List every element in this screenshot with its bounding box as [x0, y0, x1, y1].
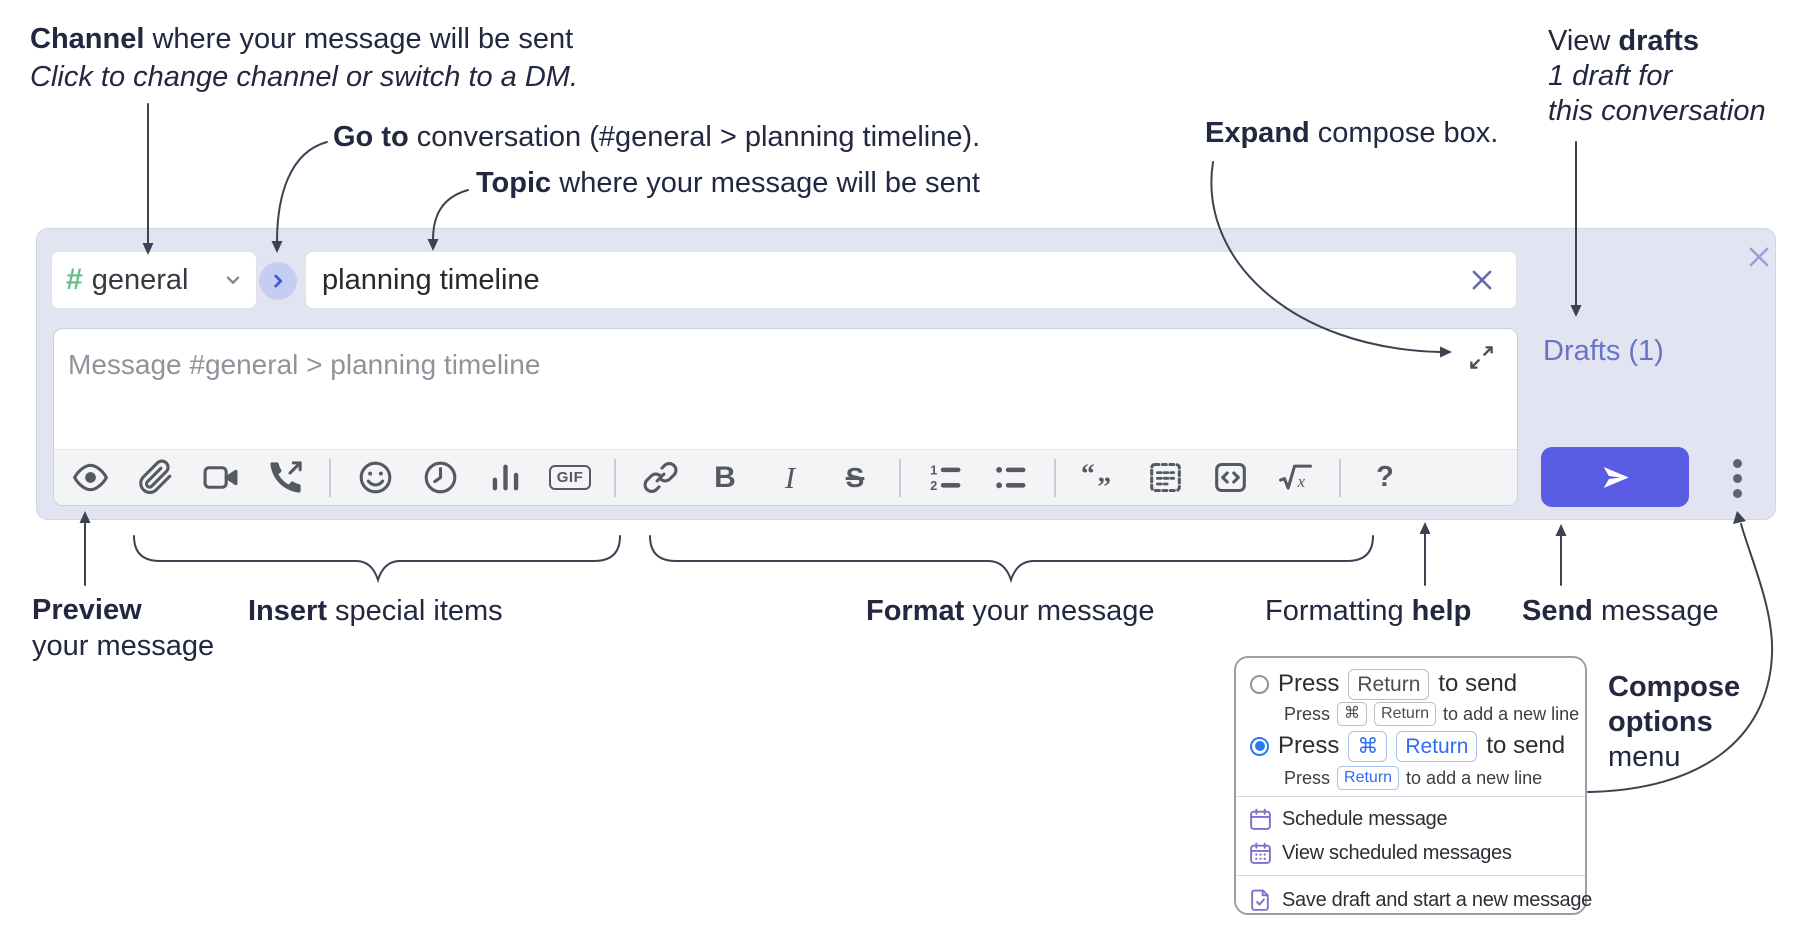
toolbar-divider: [614, 458, 616, 497]
quote-icon[interactable]: “”: [1078, 456, 1122, 500]
brace-insert: [133, 535, 621, 584]
svg-text:1: 1: [930, 464, 937, 478]
chevron-right-icon: [274, 274, 283, 288]
send-shortcut-option-2-hint: Press Return to add a new line: [1236, 765, 1585, 791]
expand-icon: [1469, 345, 1493, 369]
drafts-link[interactable]: Drafts (1): [1543, 335, 1664, 367]
expand-note: Expand compose box.: [1205, 117, 1499, 149]
compose-box: # general GIF B I S 12 “” x? Drafts (1): [36, 228, 1776, 520]
bold-icon[interactable]: B: [703, 456, 747, 500]
topic-clear-button[interactable]: [1462, 260, 1502, 300]
view-drafts-note: View drafts 1 draft for this conversatio…: [1548, 25, 1766, 127]
menu-divider: [1236, 796, 1585, 797]
channel-name: general: [91, 263, 189, 296]
toolbar-divider: [1054, 458, 1056, 497]
kebab-dot: [1732, 473, 1742, 483]
format-note: Format your message: [866, 595, 1155, 627]
italic-icon-glyph: I: [784, 459, 796, 495]
send-shortcut-option-2[interactable]: Press ⌘ Return to send: [1236, 727, 1585, 765]
menu-divider: [1236, 875, 1585, 876]
radio-button[interactable]: [1250, 736, 1269, 756]
topic-note: Topic where your message will be sent: [476, 167, 980, 199]
close-compose-button[interactable]: [1739, 237, 1779, 277]
svg-text:”: ”: [1097, 470, 1111, 497]
voice-call-icon[interactable]: [263, 456, 307, 500]
save-draft-item[interactable]: Save draft and start a new message: [1236, 881, 1592, 919]
kebab-dot: [1732, 488, 1742, 498]
svg-text:x: x: [1296, 472, 1305, 491]
close-icon: [1472, 270, 1492, 290]
compose-options-menu: Press Return to send Press ⌘ Return to a…: [1234, 656, 1592, 915]
preview-eye-icon[interactable]: [68, 456, 112, 500]
schedule-message-item[interactable]: Schedule message: [1236, 802, 1585, 836]
svg-text:2: 2: [930, 479, 937, 493]
strikethrough-icon-glyph: S: [845, 461, 865, 493]
strikethrough-icon[interactable]: S: [833, 456, 877, 500]
cmd-key: ⌘: [1337, 702, 1368, 726]
expand-compose-button[interactable]: [1463, 339, 1499, 375]
code-icon[interactable]: [1208, 456, 1252, 500]
help-icon[interactable]: ?: [1363, 456, 1407, 500]
goto-conversation-button[interactable]: [259, 262, 297, 300]
topic-input[interactable]: [306, 263, 1462, 297]
math-icon[interactable]: x: [1273, 456, 1317, 500]
video-call-icon[interactable]: [198, 456, 242, 500]
channel-note: Channel where your message will be sent …: [30, 23, 579, 93]
close-icon: [1749, 247, 1769, 267]
compose-options-note: Compose options menu: [1608, 671, 1741, 773]
channel-hash-icon: #: [66, 263, 83, 296]
chevron-down-icon: [226, 276, 240, 284]
send-shortcut-option-1[interactable]: Press Return to send: [1236, 667, 1585, 701]
gif-icon-glyph: GIF: [548, 465, 592, 490]
connector-goto: [276, 141, 328, 243]
radio-button[interactable]: [1250, 674, 1269, 694]
send-icon: [1603, 466, 1629, 488]
return-key: Return: [1337, 766, 1400, 790]
channel-note-bold: Channel: [30, 23, 145, 55]
brace-format: [649, 535, 1374, 584]
svg-text:“: “: [1081, 458, 1095, 488]
calendar-icon: [1250, 808, 1271, 830]
send-shortcut-option-1-hint: Press ⌘ Return to add a new line: [1236, 701, 1585, 727]
topic-field: [305, 251, 1517, 309]
attach-file-icon[interactable]: [133, 456, 177, 500]
formatting-help-note: Formatting help: [1265, 595, 1472, 627]
link-icon[interactable]: [638, 456, 682, 500]
italic-icon[interactable]: I: [768, 456, 812, 500]
return-key: Return: [1374, 702, 1437, 726]
save-draft-icon: [1251, 889, 1269, 911]
cmd-key: ⌘: [1348, 730, 1388, 762]
bold-icon-glyph: B: [714, 460, 736, 494]
compose-options-menu-button[interactable]: [1715, 451, 1759, 505]
gif-icon[interactable]: GIF: [548, 456, 592, 500]
channel-selector[interactable]: # general: [51, 251, 257, 309]
calendar-grid-icon: [1250, 842, 1271, 864]
preview-note: Preview your message: [32, 594, 215, 662]
toolbar-divider: [329, 458, 331, 497]
view-scheduled-messages-item[interactable]: View scheduled messages: [1236, 836, 1585, 870]
message-input[interactable]: [54, 329, 1517, 447]
toolbar-divider: [1339, 458, 1341, 497]
time-icon[interactable]: [418, 456, 462, 500]
toolbar-divider: [899, 458, 901, 497]
spoiler-icon[interactable]: [1143, 456, 1187, 500]
message-box: GIF B I S 12 “” x?: [53, 328, 1518, 506]
goto-note: Go to conversation (#general > planning …: [333, 121, 981, 153]
kebab-dot: [1732, 458, 1742, 468]
send-note: Send message: [1522, 595, 1719, 627]
insert-note: Insert special items: [248, 595, 503, 627]
help-icon-glyph: ?: [1376, 461, 1394, 493]
send-button[interactable]: [1541, 447, 1689, 507]
emoji-icon[interactable]: [353, 456, 397, 500]
bulleted-list-icon[interactable]: [988, 456, 1032, 500]
return-key: Return: [1348, 668, 1430, 700]
poll-icon[interactable]: [483, 456, 527, 500]
return-key: Return: [1396, 730, 1478, 762]
